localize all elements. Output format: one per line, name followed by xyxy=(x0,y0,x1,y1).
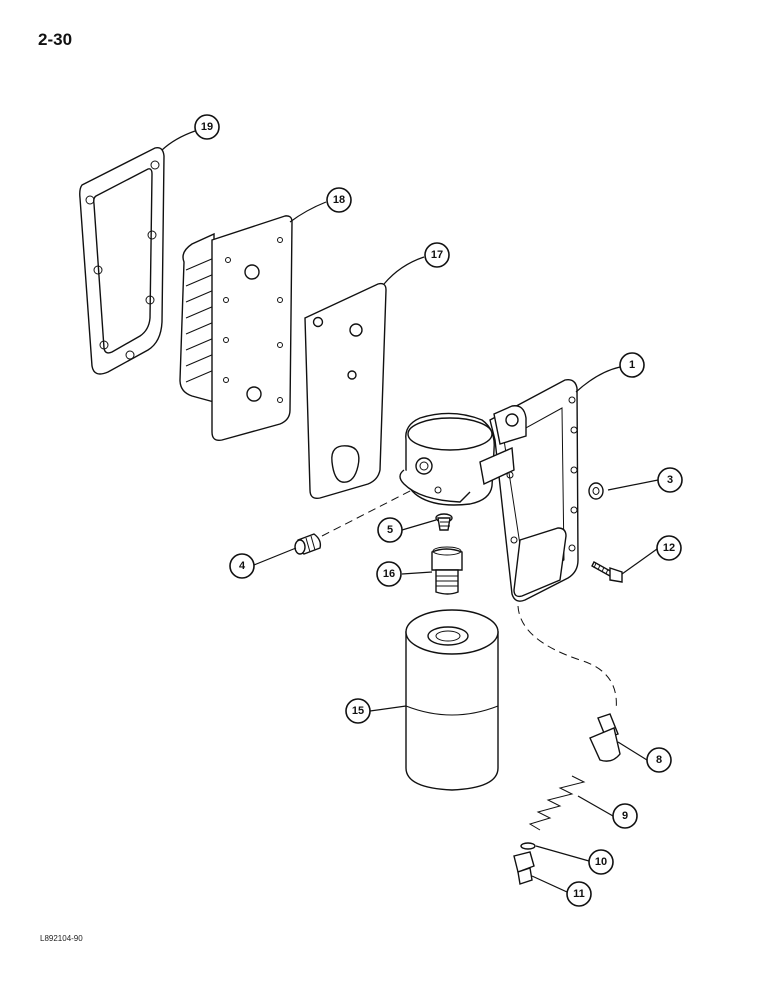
part-15-oil-filter xyxy=(405,609,499,791)
callout-18: 18 xyxy=(326,187,352,213)
callout-10: 10 xyxy=(588,849,614,875)
callout-16: 16 xyxy=(376,561,402,587)
part-5-valve-plug xyxy=(435,513,453,531)
callout-3: 3 xyxy=(657,467,683,493)
callout-19: 19 xyxy=(194,114,220,140)
part-1-filter-head xyxy=(399,378,579,602)
svg-text:5: 5 xyxy=(387,524,393,536)
part-10-washer xyxy=(520,842,536,850)
callout-17: 17 xyxy=(424,242,450,268)
part-18-oil-cooler xyxy=(179,215,293,442)
svg-text:9: 9 xyxy=(622,810,628,822)
part-8-valve-plunger xyxy=(589,713,621,762)
svg-text:1: 1 xyxy=(629,359,635,371)
part-11-plug xyxy=(513,851,535,885)
svg-text:11: 11 xyxy=(573,888,585,900)
callout-1: 1 xyxy=(619,352,645,378)
callout-11: 11 xyxy=(566,881,592,907)
page-number: 2-30 xyxy=(38,30,73,49)
callout-4: 4 xyxy=(229,553,255,579)
svg-text:10: 10 xyxy=(595,856,607,868)
callout-15: 15 xyxy=(345,698,371,724)
svg-text:3: 3 xyxy=(667,474,673,486)
part-17-gasket xyxy=(304,282,387,500)
assembly-line-part-8 xyxy=(517,605,617,711)
svg-text:8: 8 xyxy=(656,754,662,766)
part-12-cap-screw xyxy=(591,561,623,583)
svg-text:12: 12 xyxy=(663,542,675,554)
callout-8: 8 xyxy=(646,747,672,773)
leader-lines xyxy=(161,130,659,893)
part-4-plug xyxy=(294,533,322,555)
svg-text:17: 17 xyxy=(431,249,443,261)
assembly-line-part-4 xyxy=(321,489,413,537)
svg-text:16: 16 xyxy=(383,568,395,580)
svg-text:15: 15 xyxy=(352,705,364,717)
part-9-spring xyxy=(528,775,586,831)
callout-9: 9 xyxy=(612,803,638,829)
svg-text:4: 4 xyxy=(239,560,246,572)
figure-code: L892104-90 xyxy=(40,934,83,943)
part-16-nipple xyxy=(431,546,463,595)
callout-5: 5 xyxy=(377,517,403,543)
svg-text:19: 19 xyxy=(201,121,213,133)
part-19-gasket xyxy=(79,146,165,375)
svg-text:18: 18 xyxy=(333,194,345,206)
part-3-plug xyxy=(588,482,604,500)
callout-12: 12 xyxy=(656,535,682,561)
